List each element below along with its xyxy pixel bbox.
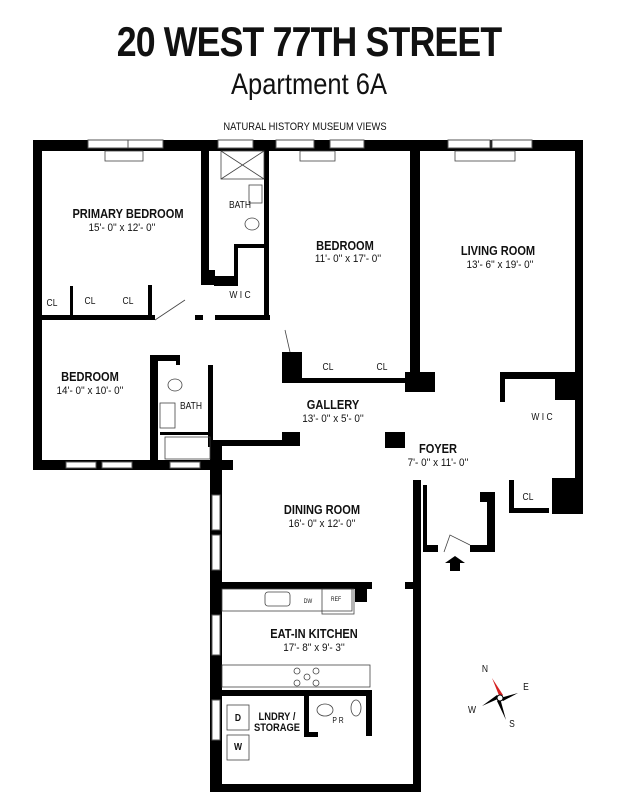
compass-south: S — [509, 719, 515, 730]
room-name-storage: STORAGE — [253, 722, 301, 734]
room-dims-primary-bedroom: 15'- 0'' x 12'- 0'' — [88, 222, 156, 234]
washer-label: W — [233, 742, 243, 753]
closet-label: CL — [84, 296, 96, 307]
room-name-foyer: FOYER — [418, 441, 458, 456]
room-dims-eat-in-kitchen: 17'- 8'' x 9'- 3'' — [283, 642, 345, 654]
room-dims-living-room: 13'- 6'' x 19'- 0'' — [466, 259, 534, 271]
dishwasher-label: DW — [303, 599, 313, 605]
wic-label-foyer: W I C — [531, 412, 553, 423]
property-title: 20 WEST 77TH STREET — [116, 18, 502, 65]
closet-label: CL — [322, 362, 334, 373]
closet-label: CL — [122, 296, 134, 307]
compass-east: E — [523, 682, 529, 693]
room-dims-bedroom-2: 11'- 0'' x 17'- 0'' — [314, 253, 382, 265]
room-name-bedroom-3: BEDROOM — [61, 369, 119, 384]
room-name-laundry: LNDRY / — [258, 711, 296, 723]
room-name-bedroom-2: BEDROOM — [316, 238, 374, 253]
bath-label-primary: BATH — [228, 200, 252, 211]
room-name-eat-in-kitchen: EAT-IN KITCHEN — [270, 626, 358, 641]
apartment-subtitle: Apartment 6A — [231, 68, 387, 101]
fixtures — [104, 150, 516, 761]
closet-label: CL — [376, 362, 388, 373]
views-label: NATURAL HISTORY MUSEUM VIEWS — [223, 121, 387, 133]
entry-arrow-icon — [445, 556, 465, 571]
room-name-dining-room: DINING ROOM — [283, 502, 361, 517]
dryer-label: D — [234, 713, 242, 724]
wic-label-primary: W I C — [229, 290, 251, 301]
room-dims-foyer: 7'- 0'' x 11'- 0'' — [407, 457, 469, 469]
closet-label: CL — [46, 298, 58, 309]
bath-label-bedroom: BATH — [179, 401, 203, 412]
compass-west: W — [467, 705, 477, 716]
room-name-gallery: GALLERY — [306, 397, 360, 412]
room-name-living-room: LIVING ROOM — [460, 243, 536, 258]
compass-rose-icon — [482, 678, 518, 720]
room-dims-bedroom-3: 14'- 0'' x 10'- 0'' — [56, 385, 124, 397]
room-dims-dining-room: 16'- 0'' x 12'- 0'' — [288, 518, 356, 530]
powder-room-label: P R — [332, 716, 344, 725]
compass-north: N — [481, 664, 489, 675]
closet-label: CL — [522, 492, 534, 503]
room-name-primary-bedroom: PRIMARY BEDROOM — [72, 206, 184, 221]
room-dims-gallery: 13'- 0'' x 5'- 0'' — [302, 413, 364, 425]
refrigerator-label: REF — [330, 597, 342, 603]
windows — [65, 139, 533, 741]
